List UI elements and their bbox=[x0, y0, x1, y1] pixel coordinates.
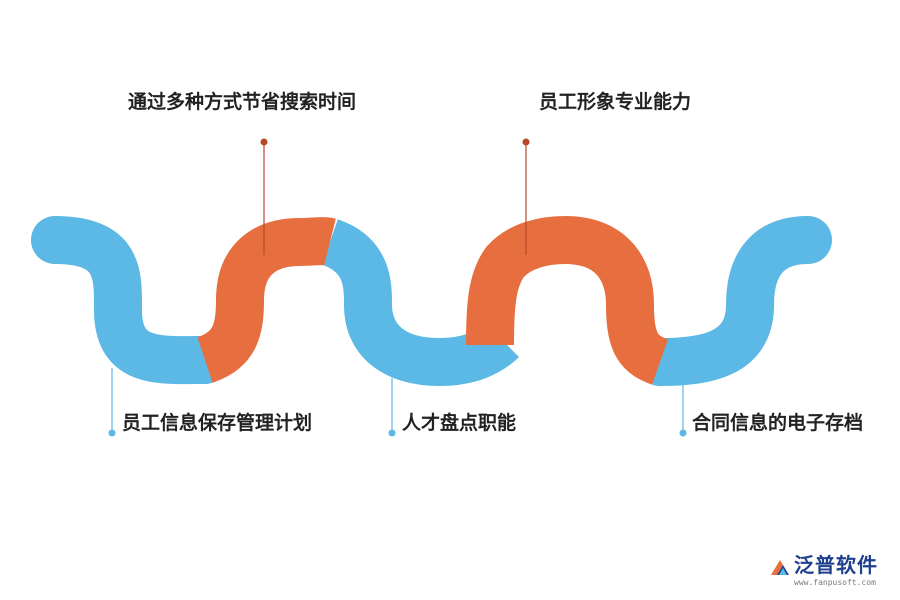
marker-dot-bottom-1 bbox=[108, 429, 116, 437]
label-bottom-1: 员工信息保存管理计划 bbox=[122, 412, 313, 434]
logo-text: 泛普软件 bbox=[794, 553, 878, 577]
wave-segment-blue-3 bbox=[636, 216, 832, 386]
label-top-left: 通过多种方式节省搜索时间 bbox=[128, 91, 357, 113]
marker-dot-top-left bbox=[260, 138, 268, 146]
label-bottom-3: 合同信息的电子存档 bbox=[692, 412, 864, 434]
brand-logo: 泛普软件 www.fanpusoft.com bbox=[768, 553, 893, 593]
wave-segment-orange-2 bbox=[466, 215, 669, 385]
label-top-right: 员工形象专业能力 bbox=[539, 91, 692, 113]
logo-url: www.fanpusoft.com bbox=[794, 578, 876, 587]
label-bottom-2: 人才盘点职能 bbox=[402, 412, 517, 434]
wave-segment-blue-2 bbox=[320, 219, 519, 387]
marker-dot-bottom-2 bbox=[388, 429, 396, 437]
wave-segment-blue-1 bbox=[31, 216, 229, 385]
marker-dot-bottom-3 bbox=[679, 429, 687, 437]
marker-dot-top-right bbox=[522, 138, 530, 146]
wave-segment-orange-1 bbox=[196, 217, 336, 383]
fanpu-logo-icon bbox=[771, 560, 789, 575]
